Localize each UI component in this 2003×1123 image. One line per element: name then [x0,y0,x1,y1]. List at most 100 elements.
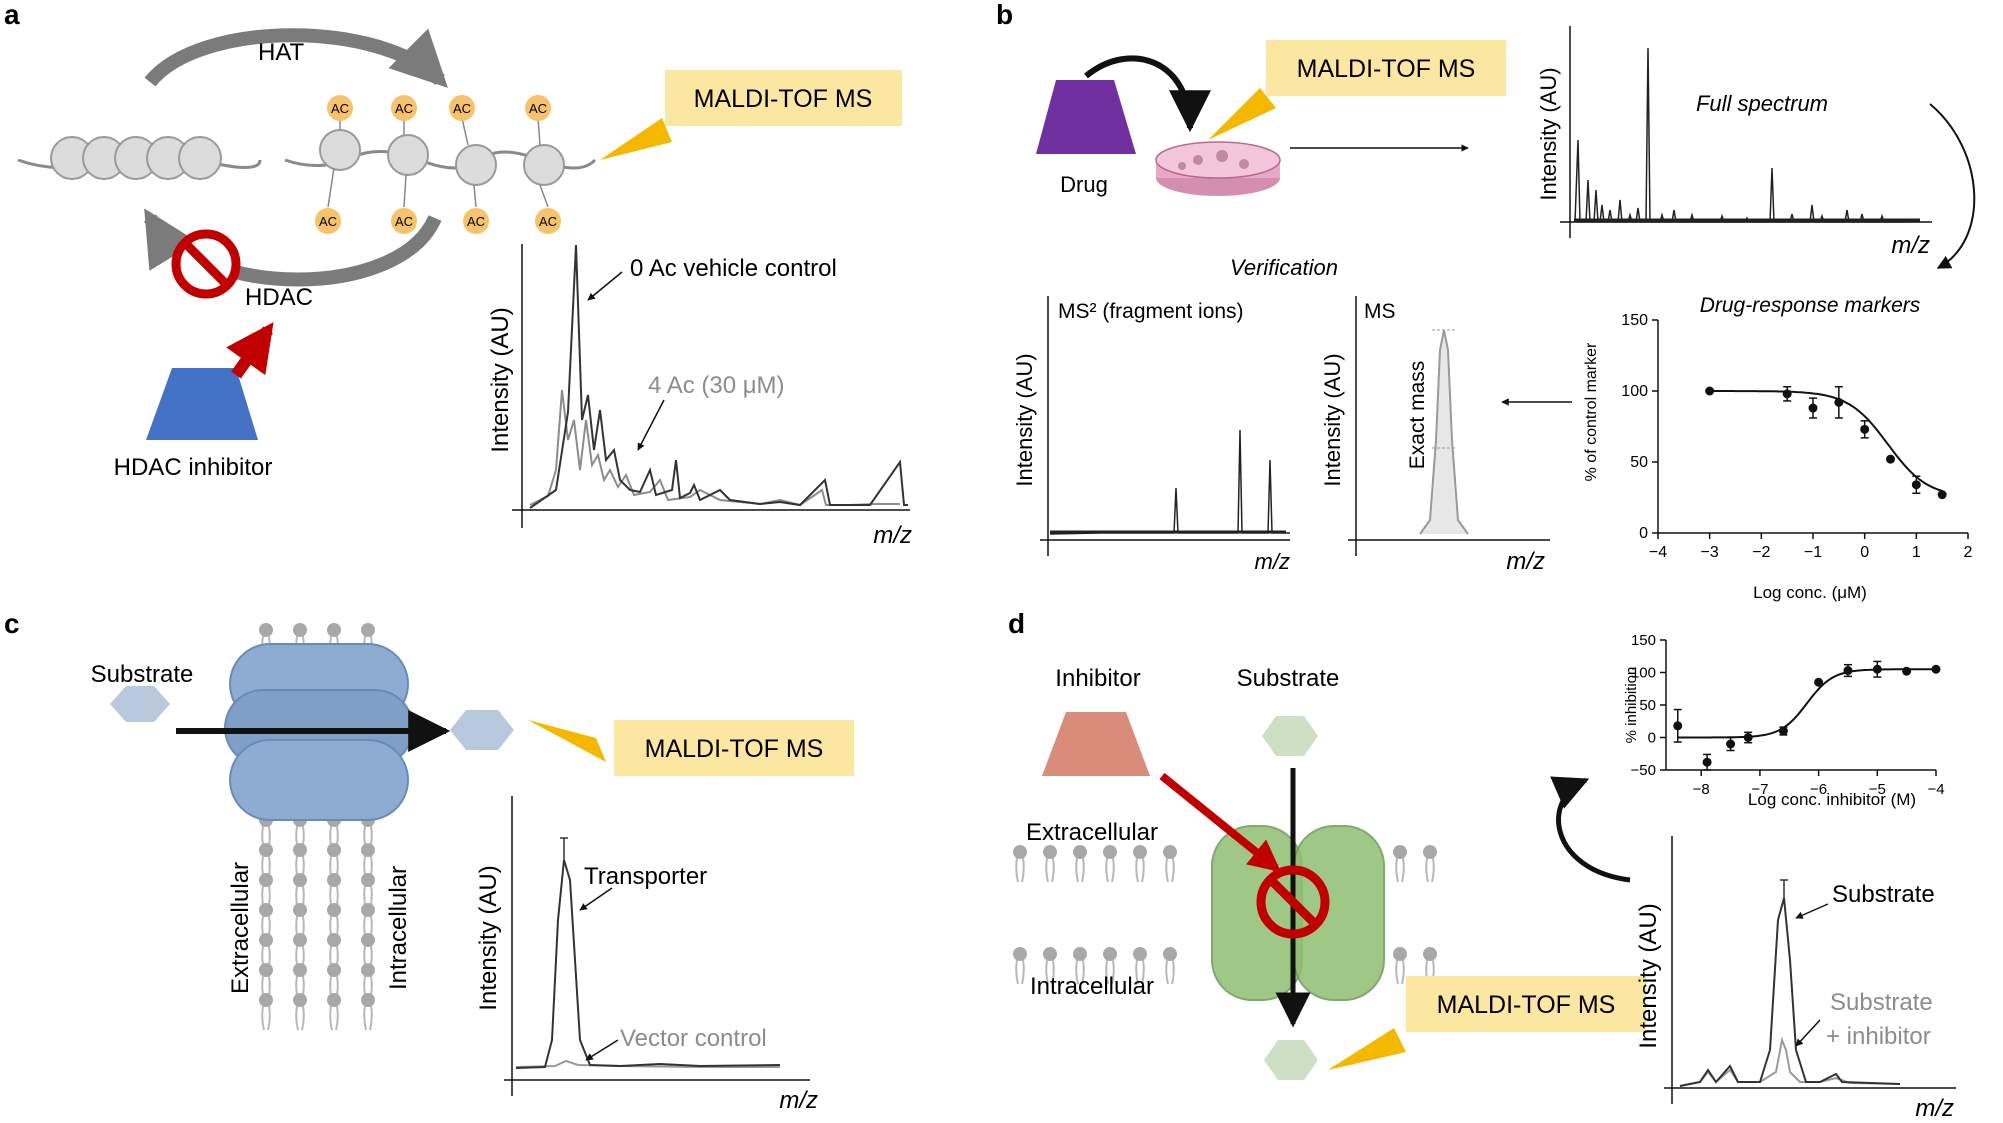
extracellular-label: Extracellular [227,862,254,994]
ac-label: AC [467,214,485,229]
x-tick-label: 0 [1860,544,1869,561]
annotation-pointer [587,271,623,301]
panel-a-letter: a [4,0,20,30]
annotation-pointer [637,399,665,451]
y-tick-label: 50 [1639,697,1656,714]
hat-label: HAT [258,39,305,66]
hdac-inhibitor-shape [146,368,258,440]
ms2-chart: MS² (fragment ions) Intensity (AU) m/z [1012,296,1290,574]
annotation-substrate-inhibitor: Substrate [1830,989,1933,1016]
inhibitor-arrow [1159,772,1281,873]
x-tick-label: 2 [1964,544,1973,561]
panel-a: a HAT HDAC [4,0,912,549]
ms-chart: MS Exact mass Intensity (AU) m/z [1320,296,1550,575]
histone-unacetylated [17,136,262,180]
annotation-substrate-inhibitor: + inhibitor [1826,1023,1931,1050]
maldi-laser-wedge [1328,1028,1406,1070]
transport-blocked-icon [1256,865,1330,939]
data-point [1911,480,1921,490]
y-tick-label: 50 [1630,454,1648,471]
annotation-4ac: 4 Ac (30 μM) [648,372,785,399]
substrate-hexagon [450,710,514,750]
full-spectrum-title: Full spectrum [1696,91,1828,116]
data-point [1860,424,1870,434]
full-spectrum-chart: Full spectrum Intensity (AU) m/z [1536,26,1932,259]
data-point [1931,664,1941,674]
data-point [1872,664,1882,674]
data-point [1726,739,1736,749]
data-point [1778,726,1788,736]
hat-arrow [144,28,448,88]
ac-label: AC [539,214,557,229]
intracellular-label: Intracellular [1030,973,1154,1000]
maldi-box [1406,976,1646,1032]
hdac-inhibitor-label: HDAC inhibitor [114,454,273,481]
ac-label: AC [529,101,547,116]
x-tick-label: −4 [1649,544,1667,561]
x-axis-label: m/z [1915,1095,1954,1122]
y-tick-label: 100 [1631,665,1656,682]
x-tick-label: −6 [1810,781,1827,798]
data-point [1743,733,1753,742]
y-tick-label: 100 [1621,383,1648,400]
panel-d-letter: d [1008,608,1025,639]
annotation-vehicle-control: 0 Ac vehicle control [630,255,837,282]
y-axis-label: Intensity (AU) [475,865,502,1010]
maldi-label: MALDI-TOF MS [1297,55,1476,83]
y-axis-label: Intensity (AU) [1012,353,1037,486]
substrate-hexagon [1262,716,1318,756]
annotation-pointer [585,1039,619,1061]
hdac-blocked-icon [171,229,241,299]
ms-title: MS [1364,300,1396,323]
data-point [1705,386,1715,396]
panel-c-letter: c [4,608,20,639]
fit-curve [1677,668,1936,739]
full-spectrum-trace [1574,47,1910,223]
y-tick-label: 150 [1621,312,1648,329]
x-axis-label: m/z [1506,548,1545,575]
y-tick-label: 150 [1631,632,1656,649]
substrate-hexagon [110,686,170,722]
panel-a-spectrum: Intensity (AU) m/z 0 Ac vehicle control … [487,244,912,549]
intracellular-label: Intracellular [385,866,412,990]
panel-d: d Inhibitor Substrate Extracellular Intr… [1008,608,1956,1122]
maldi-box [614,720,854,776]
panel-b: b Drug MALDI-TOF MS Full spectrum Intens… [996,0,1976,602]
x-tick-label: −1 [1804,544,1822,561]
transporter-protein [1211,825,1385,1001]
y-tick-label: 0 [1648,730,1656,747]
trace-substrate [1679,897,1901,1087]
chart-title: Drug-response markers [1700,294,1921,317]
x-tick-label: −4 [1927,781,1944,798]
extracellular-label: Extracellular [1026,819,1158,846]
inhibitor-shape [1042,712,1150,776]
data-point [1886,454,1895,464]
y-axis-label: Intensity (AU) [1320,353,1345,486]
maldi-label: MALDI-TOF MS [1437,991,1616,1019]
x-tick-label: −8 [1693,781,1710,798]
ac-label: AC [453,101,471,116]
ms2-title: MS² (fragment ions) [1058,300,1244,323]
trace-transporter [515,859,781,1069]
maldi-box [665,70,902,126]
exact-mass-label: Exact mass [1406,361,1429,470]
culture-dish-icon [1155,141,1281,196]
x-tick-label: −5 [1869,781,1886,798]
annotation-transporter: Transporter [584,863,707,890]
x-tick-label: −7 [1751,781,1768,798]
maldi-label: MALDI-TOF MS [694,85,873,113]
trace-0ac [529,244,908,509]
substrate-hexagon [1264,1040,1318,1080]
ms2-trace [1049,429,1290,535]
data-point [1902,666,1912,676]
hdac-inhibitor-arrow [226,322,274,379]
data-point [1808,403,1818,413]
x-ticks: −8 −7 −6 −5 −4 [1693,770,1945,798]
x-axis-label: m/z [873,522,912,549]
cycle-arrow [1550,776,1631,883]
x-axis-label: m/z [1891,232,1930,259]
